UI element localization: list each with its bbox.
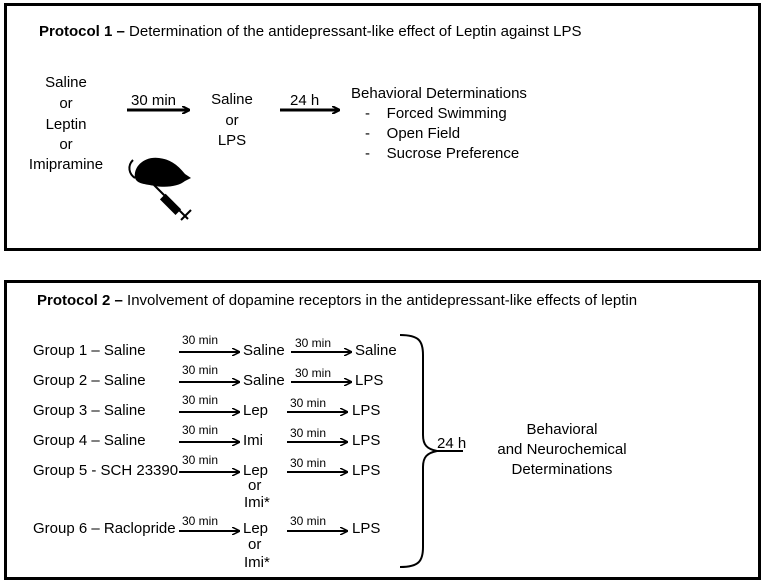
outcome-forced-swimming: - Forced Swimming <box>365 105 507 122</box>
pretreatment-saline: Saline <box>45 74 87 91</box>
group-brace <box>399 334 438 568</box>
group-6-end: LPS <box>352 520 381 537</box>
outcome-open-field: - Open Field <box>365 125 461 142</box>
group-5-interval-2: 30 min <box>290 456 327 470</box>
group-1-label: Group 1 – Saline <box>33 342 146 359</box>
protocol-2-title: Protocol 2 – Involvement of dopamine rec… <box>37 292 638 309</box>
group-2-interval-1: 30 min <box>182 363 219 377</box>
protocol-2-panel: Protocol 2 – Involvement of dopamine rec… <box>4 280 761 580</box>
group-5-end: LPS <box>352 462 381 479</box>
group-4-end: LPS <box>352 432 381 449</box>
interval-30min-label: 30 min <box>131 92 177 109</box>
protocol-2-graphics <box>179 334 463 568</box>
group-6-mid-alt: Imi* <box>244 554 270 571</box>
pretreatment-leptin: Leptin <box>45 116 87 133</box>
group-1-interval-2: 30 min <box>295 336 332 350</box>
group-3-mid: Lep <box>243 402 269 419</box>
group-5-mid-alt: Imi* <box>244 494 270 511</box>
pretreatment-or-2: or <box>59 136 73 153</box>
outcome-sucrose-preference: - Sucrose Preference <box>365 145 520 162</box>
treatment-saline: Saline <box>211 91 253 108</box>
group-3-interval-1: 30 min <box>182 393 219 407</box>
group-6-label: Group 6 – Raclopride <box>33 520 176 537</box>
group-4-interval-2: 30 min <box>290 426 327 440</box>
group-6-mid: Lep <box>243 520 269 537</box>
mouse-injection-icon <box>128 157 192 221</box>
group-4-interval-1: 30 min <box>182 423 219 437</box>
group-6-interval-1: 30 min <box>182 514 219 528</box>
group-4-label: Group 4 – Saline <box>33 432 146 449</box>
pretreatment-or-1: or <box>59 95 73 112</box>
group-6-interval-2: 30 min <box>290 514 327 528</box>
outcome-neurochemical: and Neurochemical <box>497 441 627 458</box>
group-2-mid: Saline <box>243 372 285 389</box>
group-2-end: LPS <box>355 372 384 389</box>
behavioral-determinations-title: Behavioral Determinations <box>351 85 527 102</box>
group-5-interval-1: 30 min <box>182 453 219 467</box>
group-1-interval-1: 30 min <box>182 333 219 347</box>
group-4-mid: Imi <box>243 432 263 449</box>
group-1-mid: Saline <box>243 342 285 359</box>
treatment-or: or <box>225 112 239 129</box>
group-5-label: Group 5 - SCH 23390 <box>33 462 179 479</box>
interval-24h-label: 24 h <box>290 92 320 109</box>
group-2-interval-2: 30 min <box>295 366 332 380</box>
group-1-end: Saline <box>355 342 397 359</box>
interval-24h-label: 24 h <box>437 435 467 452</box>
group-5-mid-or: or <box>248 477 262 494</box>
treatment-lps: LPS <box>217 132 247 149</box>
group-5-mid: Lep <box>243 462 269 479</box>
group-3-label: Group 3 – Saline <box>33 402 146 419</box>
group-3-end: LPS <box>352 402 381 419</box>
protocol-1-graphics <box>127 6 758 221</box>
protocol-1-title: Protocol 1 – Determination of the antide… <box>39 23 582 40</box>
outcome-behavioral: Behavioral <box>526 421 598 438</box>
protocol-1-panel: Protocol 1 – Determination of the antide… <box>4 3 761 251</box>
pretreatment-imipramine: Imipramine <box>28 156 104 173</box>
group-3-interval-2: 30 min <box>290 396 327 410</box>
group-2-label: Group 2 – Saline <box>33 372 146 389</box>
outcome-determinations: Determinations <box>511 461 613 478</box>
group-6-mid-or: or <box>248 536 262 553</box>
